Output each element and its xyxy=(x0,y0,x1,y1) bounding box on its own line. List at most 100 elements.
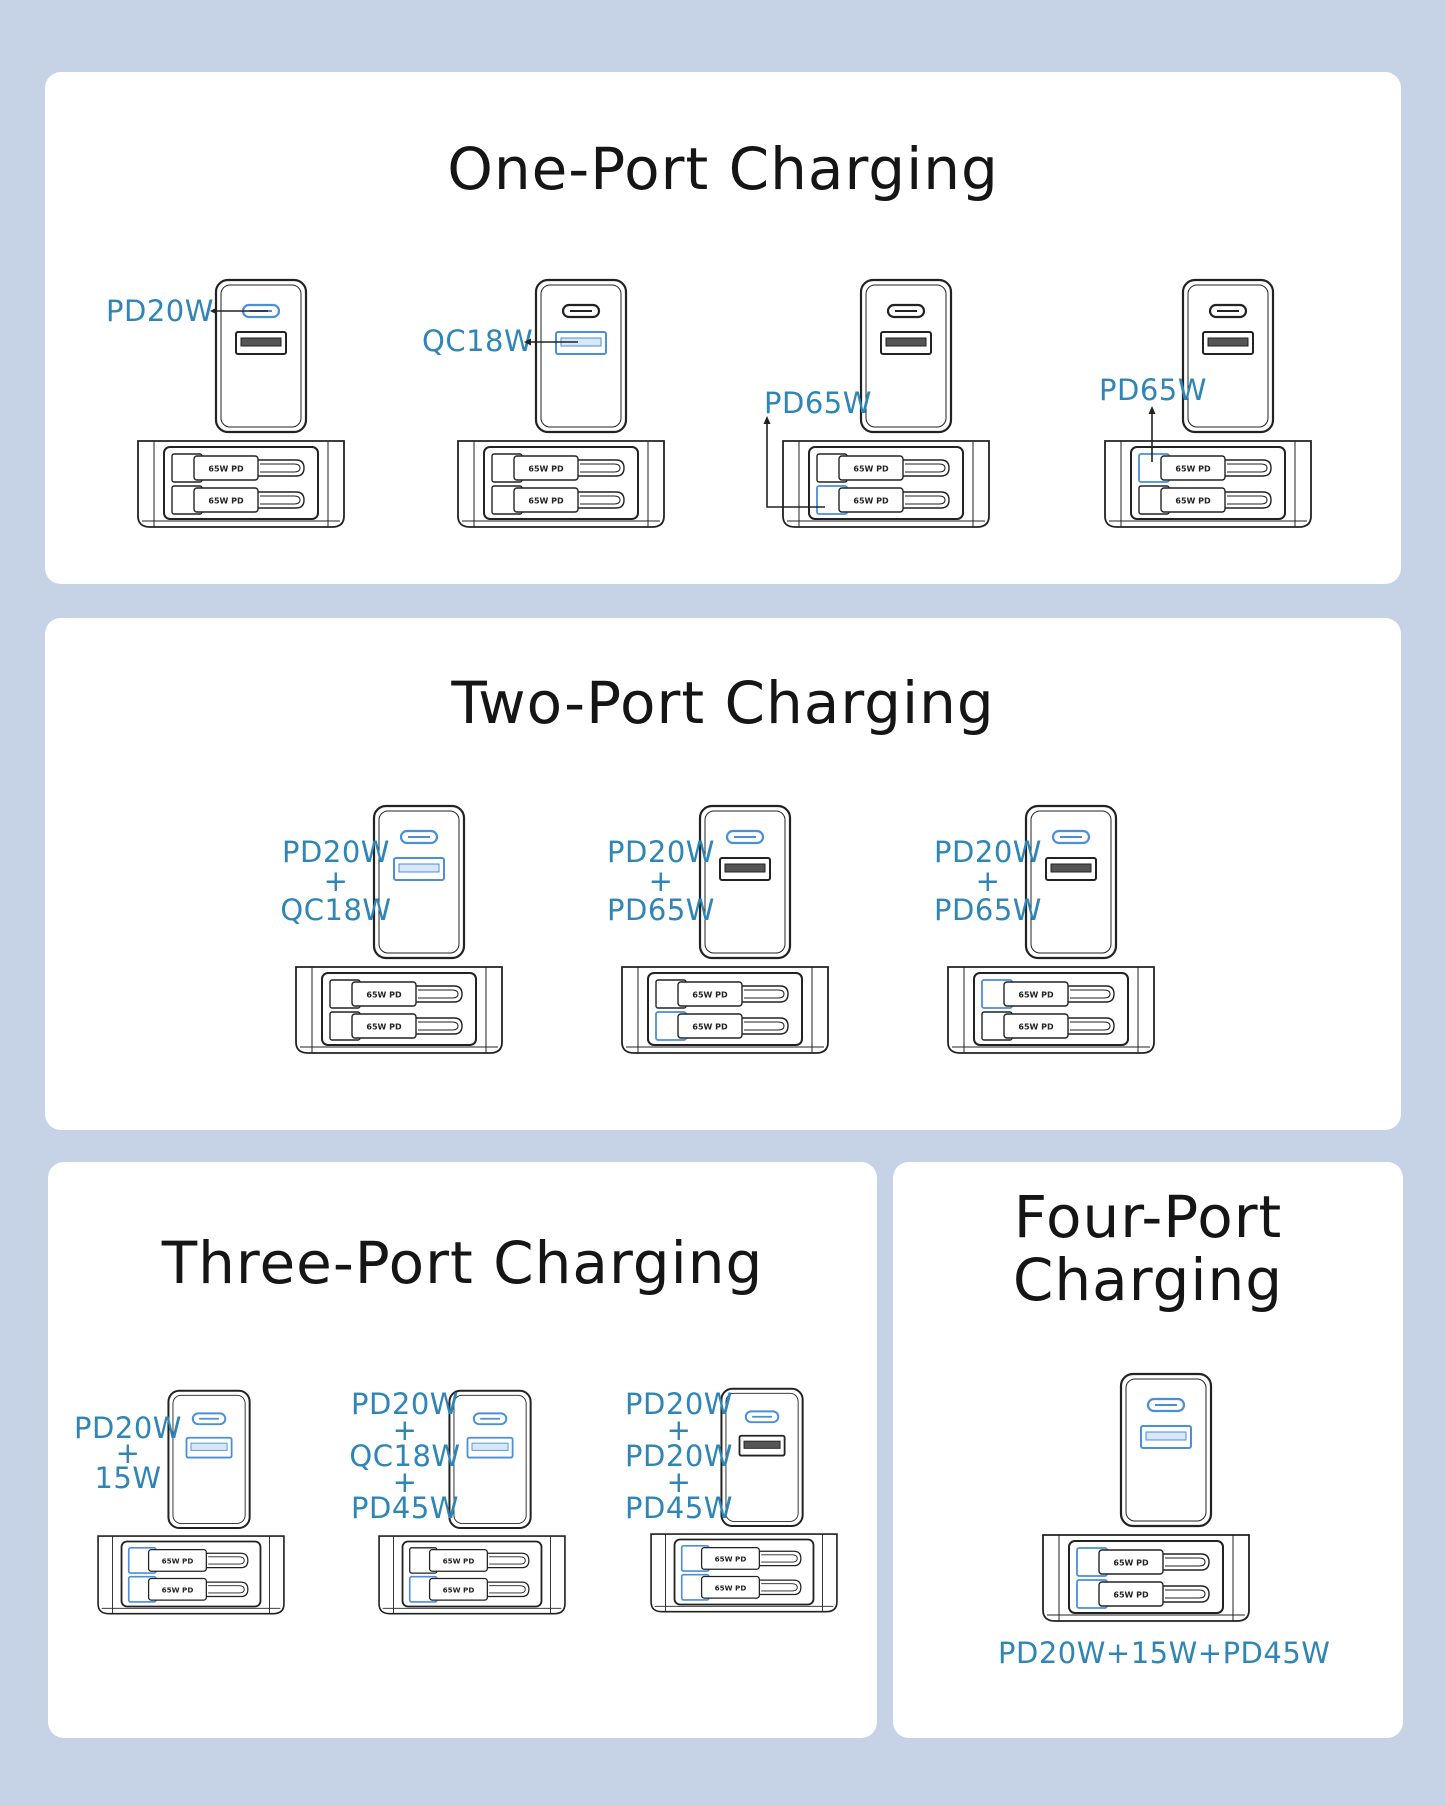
cable-wire xyxy=(903,459,950,477)
cable-wire xyxy=(489,1585,526,1594)
label-line: PD20W xyxy=(625,1387,733,1421)
cable-icon: 65W PD xyxy=(171,485,305,515)
cable-wire xyxy=(1165,1589,1206,1599)
cable-icon: 65W PD xyxy=(1138,485,1272,515)
cable-wire xyxy=(208,1585,245,1594)
cable-wire xyxy=(742,985,789,1003)
cable-icon: 65W PD xyxy=(1076,1547,1210,1577)
cable-label: 65W PD xyxy=(692,1023,728,1032)
cable-plug xyxy=(513,455,579,481)
cable-wire xyxy=(1068,1017,1115,1035)
arrow-icon xyxy=(1148,406,1156,462)
port-label: PD65W xyxy=(764,386,872,420)
cable-icon: 65W PD xyxy=(491,453,625,483)
cable-label: 65W PD xyxy=(1018,991,1054,1000)
cable-wire xyxy=(1165,1557,1206,1567)
cable-plug xyxy=(428,1577,488,1601)
cable-wire xyxy=(905,495,946,505)
charger-face xyxy=(1125,1378,1207,1522)
label-line: + xyxy=(666,1465,692,1499)
charger-diagram: 65W PD 65W PD xyxy=(947,804,1155,1054)
cable-label: 65W PD xyxy=(1175,465,1211,474)
cable-plug xyxy=(193,487,259,513)
cable-plug xyxy=(1003,1013,1069,1039)
label-line: PD65W xyxy=(607,893,715,927)
label-line: PD20W xyxy=(282,835,390,869)
charger-face xyxy=(725,1392,799,1522)
cable-wire xyxy=(1163,1585,1210,1603)
label-line: + xyxy=(115,1436,141,1470)
usb-a-port-slot xyxy=(190,1442,228,1451)
label-line: + xyxy=(392,1413,418,1447)
cable-icon: 65W PD xyxy=(655,979,789,1009)
cable-wire xyxy=(580,495,621,505)
port-combo-label: PD20W + QC18W xyxy=(276,838,396,925)
usb-a-port-slot xyxy=(1050,863,1092,873)
cable-icon: 65W PD xyxy=(1076,1579,1210,1609)
cable-wire xyxy=(1070,989,1111,999)
cable-label: 65W PD xyxy=(715,1555,747,1564)
cable-label: 65W PD xyxy=(715,1583,747,1592)
cable-plug xyxy=(147,1577,207,1601)
label-line: + xyxy=(975,864,1001,898)
charger-group: 65W PD65W PD xyxy=(295,804,503,1054)
usb-a-port-slot xyxy=(885,337,927,347)
cable-wire xyxy=(260,495,301,505)
charger-head xyxy=(448,1389,532,1529)
charger-face xyxy=(378,810,460,954)
cable-plug xyxy=(351,1013,417,1039)
usb-a-port-slot xyxy=(1145,1431,1187,1441)
cable-label: 65W PD xyxy=(1018,1023,1054,1032)
charger-head xyxy=(214,278,308,434)
charger-face xyxy=(453,1394,527,1524)
port-combo-label: PD20W+15W+PD45W xyxy=(998,1636,1331,1670)
charger-head xyxy=(859,278,953,434)
port-combo-label: PD20W + PD65W xyxy=(928,838,1048,925)
cable-wire xyxy=(418,1021,459,1031)
cable-plug xyxy=(147,1548,207,1572)
cable-wire xyxy=(258,491,305,509)
cable-wire xyxy=(1070,1021,1111,1031)
usb-a-port-slot xyxy=(471,1442,509,1451)
cable-wire xyxy=(1068,985,1115,1003)
cable-wire xyxy=(742,1017,789,1035)
cable-wire xyxy=(416,1017,463,1035)
cable-label: 65W PD xyxy=(1113,1559,1149,1568)
cable-icon: 65W PD xyxy=(127,1575,249,1603)
cable-icon: 65W PD xyxy=(127,1547,249,1574)
charger-face xyxy=(172,1394,246,1524)
cable-plug xyxy=(838,455,904,481)
cable-label: 65W PD xyxy=(208,497,244,506)
charger-diagram: 65W PD65W PD xyxy=(782,278,990,528)
label-line: + xyxy=(323,864,349,898)
charger-head xyxy=(720,1387,804,1527)
cable-wire xyxy=(1227,495,1268,505)
label-line: 15W xyxy=(94,1461,162,1495)
cable-wire xyxy=(206,1581,249,1598)
cable-icon: 65W PD xyxy=(981,979,1115,1009)
label-line: PD45W xyxy=(351,1491,459,1525)
cable-label: 65W PD xyxy=(1113,1591,1149,1600)
cable-wire xyxy=(578,459,625,477)
cable-icon: 65W PD xyxy=(655,1011,789,1041)
cable-icon: 65W PD xyxy=(680,1545,802,1572)
charger-group: 65W PD 65W PD xyxy=(621,804,829,1054)
cable-wire xyxy=(1225,459,1272,477)
cable-plug xyxy=(428,1548,488,1572)
charger-group: 65W PD65W PD xyxy=(97,1389,285,1615)
charger-group: 65W PD 65W PD xyxy=(650,1387,838,1613)
cable-icon: 65W PD xyxy=(171,453,305,483)
label-line: PD65W xyxy=(934,893,1042,927)
charger-diagram: 65W PD 65W PD xyxy=(1042,1372,1250,1622)
cable-label: 65W PD xyxy=(1175,497,1211,506)
charger-head xyxy=(698,804,792,960)
cable-wire xyxy=(260,463,301,473)
cable-icon: 65W PD xyxy=(1138,453,1272,483)
cable-wire xyxy=(487,1552,530,1569)
charger-diagram: 65W PD65W PD xyxy=(378,1389,566,1615)
cable-plug xyxy=(1098,1581,1164,1607)
cable-plug xyxy=(700,1546,760,1570)
cable-icon: 65W PD xyxy=(680,1573,802,1601)
arrow-icon xyxy=(524,338,578,346)
port-combo-label: PD20W + PD65W xyxy=(601,838,721,925)
